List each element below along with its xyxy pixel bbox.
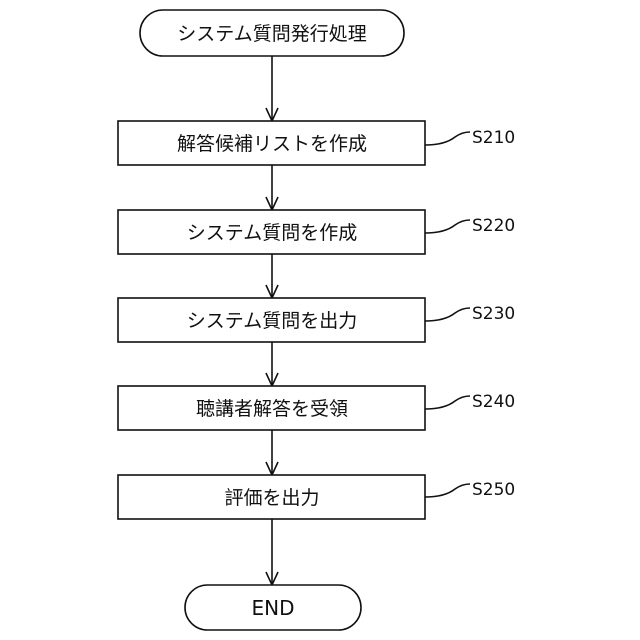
process-label: 解答候補リストを作成 bbox=[177, 133, 367, 155]
step-leader-line bbox=[425, 484, 470, 497]
step-leader-line bbox=[425, 132, 470, 145]
step-id-label: S210 bbox=[472, 128, 515, 148]
process-step-s220: システム質問を作成 S220 bbox=[118, 210, 515, 254]
step-id-label: S220 bbox=[472, 216, 515, 236]
start-label: システム質問発行処理 bbox=[177, 23, 366, 45]
step-leader-line bbox=[425, 396, 470, 409]
step-id-label: S230 bbox=[472, 304, 515, 324]
step-leader-line bbox=[425, 308, 470, 321]
step-id-label: S250 bbox=[472, 480, 515, 500]
process-step-s240: 聴講者解答を受領 S240 bbox=[118, 386, 515, 430]
process-label: システム質問を作成 bbox=[187, 222, 357, 244]
process-step-s210: 解答候補リストを作成 S210 bbox=[118, 121, 515, 165]
start-terminator: システム質問発行処理 bbox=[140, 10, 404, 56]
step-id-label: S240 bbox=[472, 392, 515, 412]
process-label: 聴講者解答を受領 bbox=[196, 398, 348, 420]
process-label: 評価を出力 bbox=[224, 487, 319, 509]
end-label: END bbox=[252, 596, 295, 620]
process-step-s250: 評価を出力 S250 bbox=[118, 475, 515, 519]
process-step-s230: システム質問を出力 S230 bbox=[118, 298, 515, 342]
process-label: システム質問を出力 bbox=[187, 310, 357, 332]
step-leader-line bbox=[425, 220, 470, 233]
end-terminator: END bbox=[185, 585, 361, 630]
